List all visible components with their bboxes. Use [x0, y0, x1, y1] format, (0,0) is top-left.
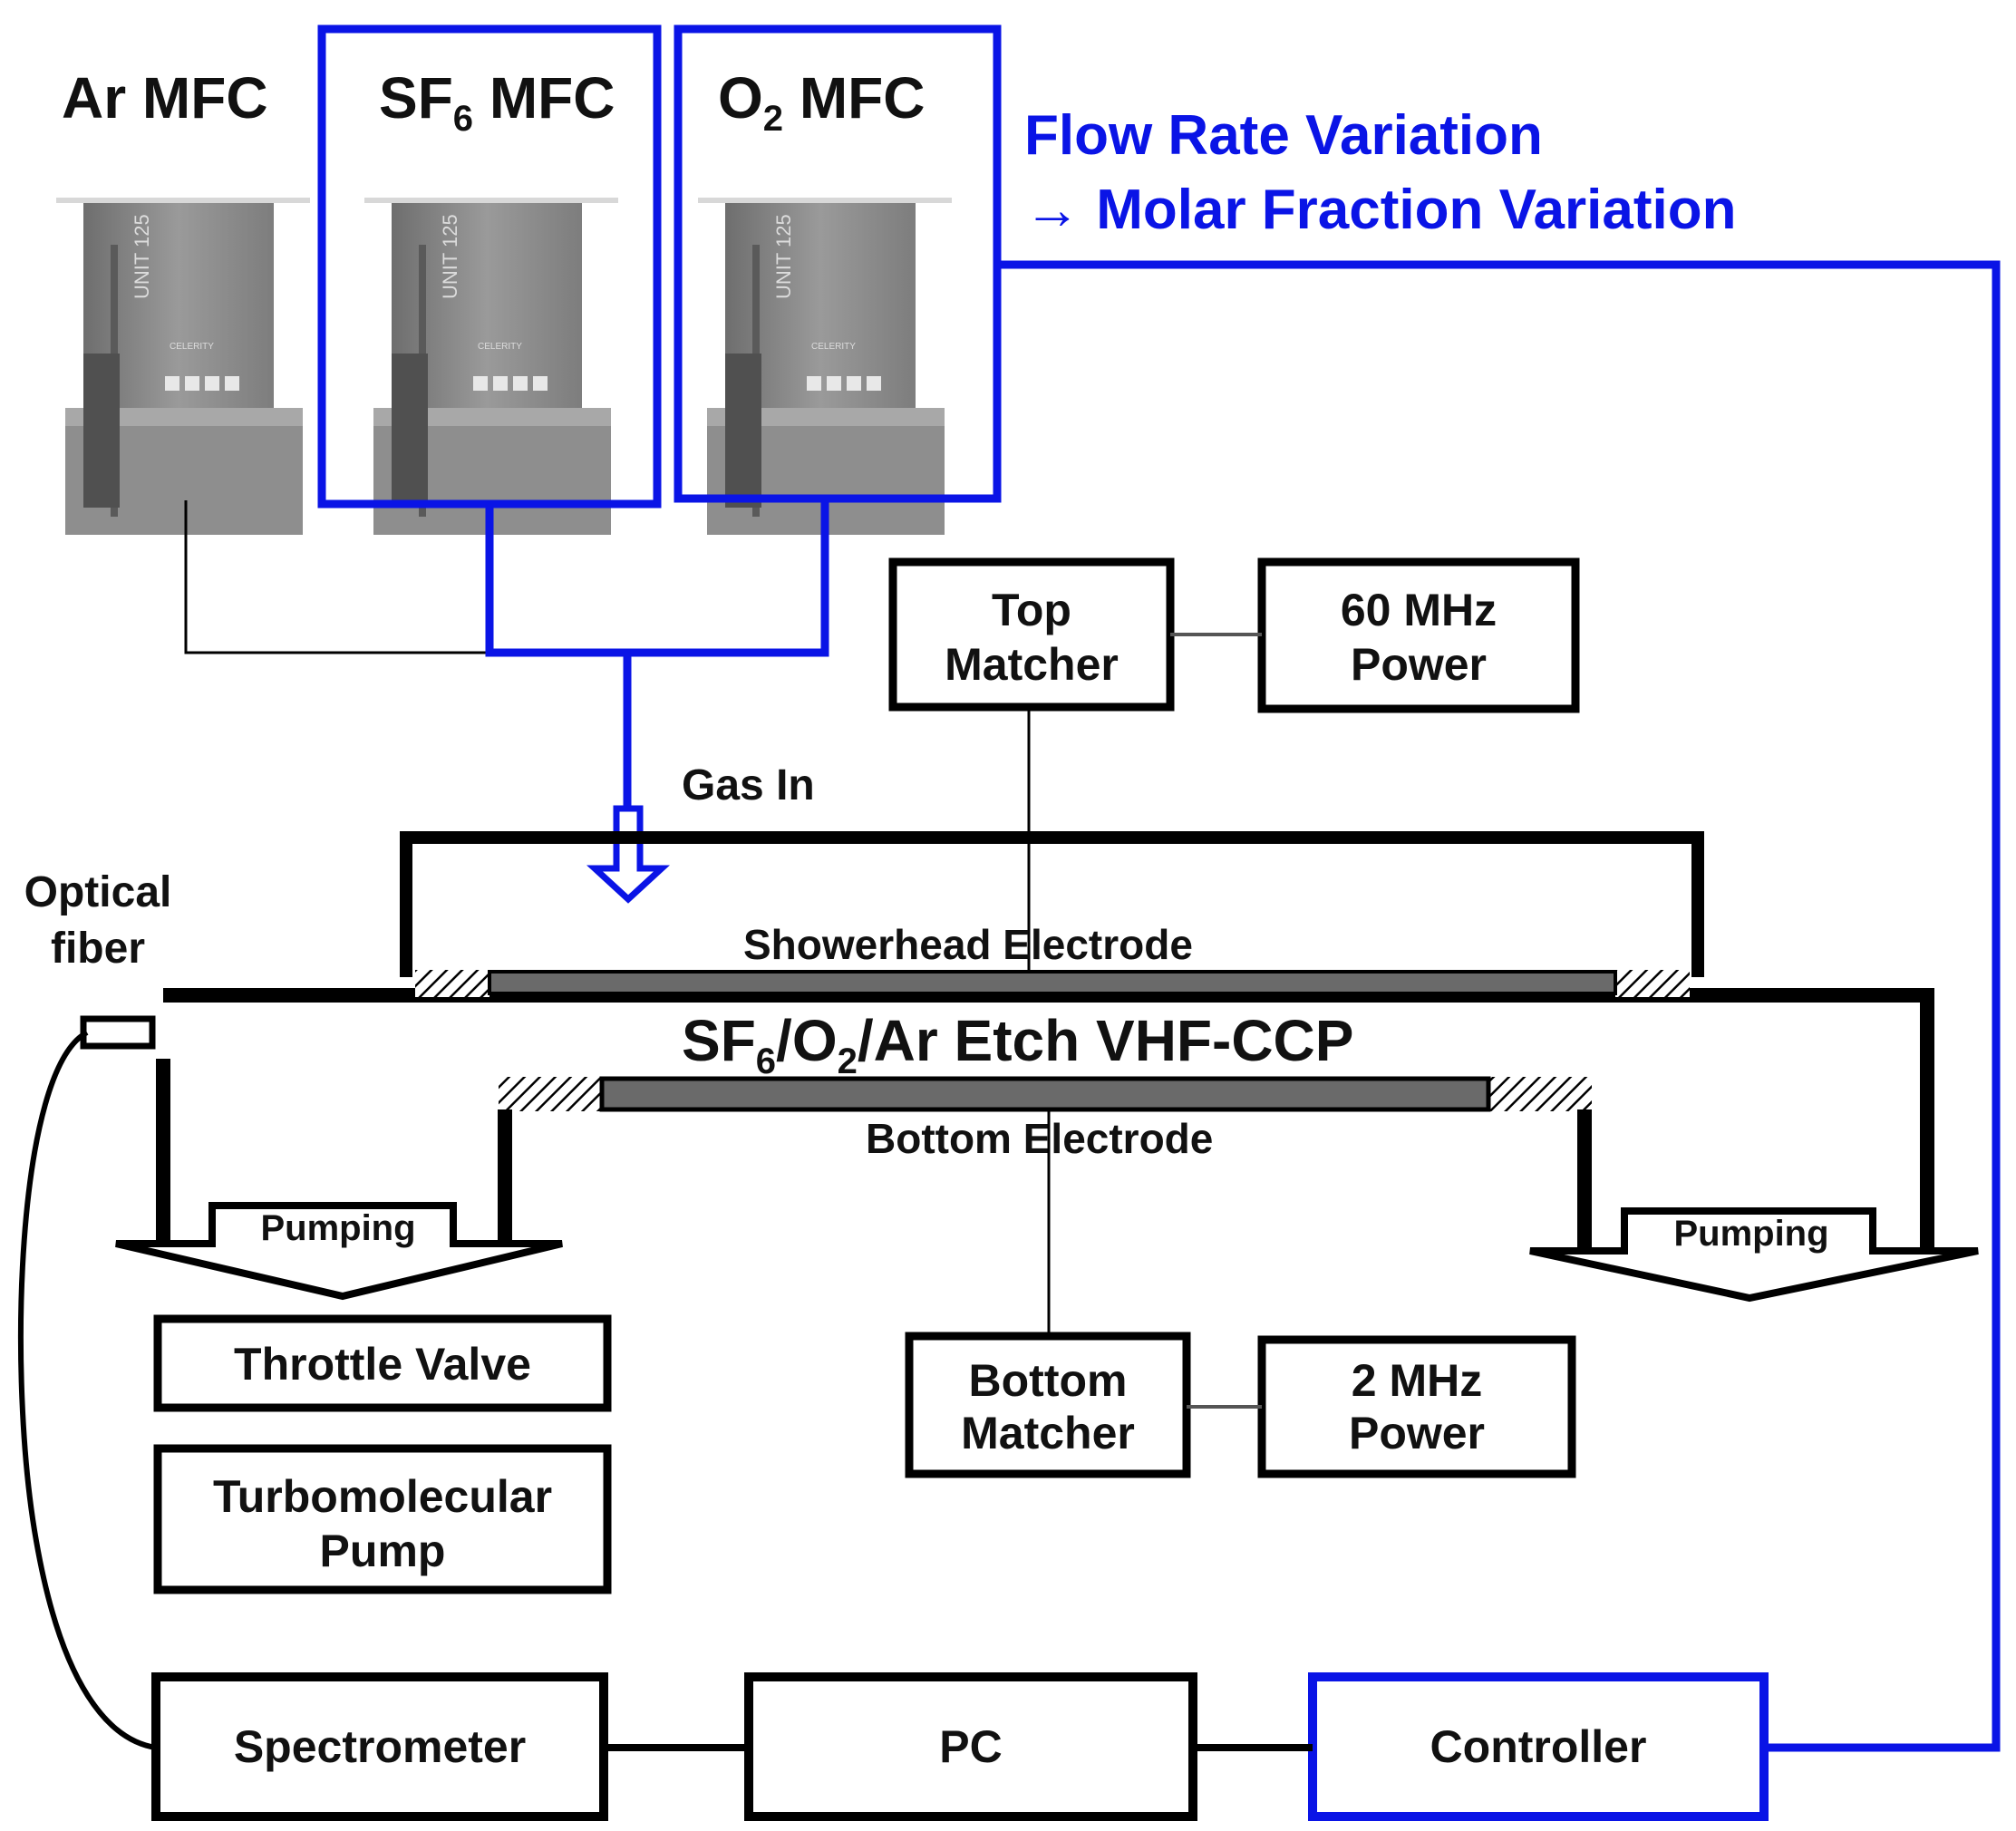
- pumping-right-arrow-icon: [1529, 1207, 1979, 1303]
- pumping-right-label: Pumping: [1673, 1214, 1828, 1254]
- bottom-insulator-left: [499, 1077, 602, 1111]
- optical-fiber-label-2: fiber: [51, 925, 145, 973]
- throttle-valve-label: Throttle Valve: [234, 1339, 531, 1390]
- chamber-lid: [400, 831, 1704, 977]
- bottom-insulator-right: [1488, 1077, 1592, 1111]
- top-matcher-label-2: Matcher: [945, 639, 1119, 690]
- annotation-flow-rate: Flow Rate Variation: [1024, 104, 1543, 167]
- throttle-valve-box: [153, 1314, 612, 1412]
- top-matcher-label-1: Top: [992, 585, 1071, 635]
- turbomolecular-pump-label-2: Pump: [320, 1526, 446, 1576]
- o2-mfc-device: UNIT 125 CELERITY: [698, 198, 952, 535]
- power-2mhz-label-2: Power: [1349, 1408, 1485, 1458]
- top-matcher-box: [888, 557, 1175, 712]
- bottom-electrode: [599, 1076, 1491, 1112]
- ar-mfc-label: Ar MFC: [62, 65, 268, 131]
- power-60mhz-label-1: 60 MHz: [1341, 585, 1497, 635]
- power-2mhz-label-1: 2 MHz: [1352, 1355, 1482, 1406]
- pumping-left-arrow-icon: [115, 1202, 563, 1301]
- ar-mfc-device: UNIT 125 CELERITY: [56, 198, 310, 535]
- turbomolecular-pump-box: [153, 1444, 612, 1594]
- pc-box: [744, 1672, 1197, 1821]
- controller-box: [1308, 1672, 1769, 1821]
- ar-mfc-device-brand: CELERITY: [170, 342, 214, 352]
- optical-fiber-port: [80, 1015, 156, 1050]
- showerhead-electrode-label: Showerhead Electrode: [743, 921, 1193, 968]
- sf6-mfc-device-brand: CELERITY: [478, 342, 522, 352]
- bottom-matcher-box: [905, 1332, 1191, 1478]
- optical-fiber-cable: [17, 1030, 157, 1750]
- ar-mfc-device-text: UNIT 125: [131, 214, 153, 299]
- power-60mhz-box: [1257, 557, 1580, 713]
- controller-label: Controller: [1430, 1721, 1647, 1772]
- gas-in-arrow-icon: [586, 805, 670, 904]
- ar-gas-line: [184, 500, 489, 654]
- power-60mhz-label-2: Power: [1351, 639, 1487, 690]
- sf6-mfc-device-text: UNIT 125: [439, 214, 461, 299]
- spectrometer-label: Spectrometer: [234, 1721, 526, 1772]
- sf6-o2-gas-manifold: [485, 499, 829, 657]
- gas-in-label: Gas In: [682, 761, 815, 809]
- sf6-mfc-label: SF6 MFC: [379, 65, 615, 139]
- o2-mfc-label: O2 MFC: [718, 65, 925, 139]
- chamber-title: SF6/O2/Ar Etch VHF-CCP: [682, 1008, 1353, 1081]
- bottom-electrode-label: Bottom Electrode: [866, 1115, 1213, 1162]
- power-2mhz-box: [1257, 1335, 1576, 1478]
- bottom-matcher-label-2: Matcher: [961, 1408, 1135, 1458]
- annotation-molar-fraction: → Molar Fraction Variation: [1024, 179, 1736, 241]
- showerhead-electrode: [488, 970, 1617, 995]
- feedback-control-line: [997, 260, 2001, 1752]
- sf6-mfc-device: UNIT 125 CELERITY: [364, 198, 618, 535]
- pumping-left-label: Pumping: [260, 1208, 415, 1248]
- o2-mfc-device-text: UNIT 125: [772, 214, 795, 299]
- pc-label: PC: [939, 1721, 1002, 1772]
- spectrometer-box: [151, 1672, 608, 1821]
- turbomolecular-pump-label-1: Turbomolecular: [213, 1471, 552, 1522]
- optical-fiber-label-1: Optical: [24, 868, 172, 916]
- showerhead-insulator-left: [415, 970, 489, 997]
- showerhead-insulator-right: [1615, 970, 1690, 997]
- o2-mfc-device-brand: CELERITY: [811, 342, 856, 352]
- bottom-matcher-label-1: Bottom: [969, 1355, 1128, 1406]
